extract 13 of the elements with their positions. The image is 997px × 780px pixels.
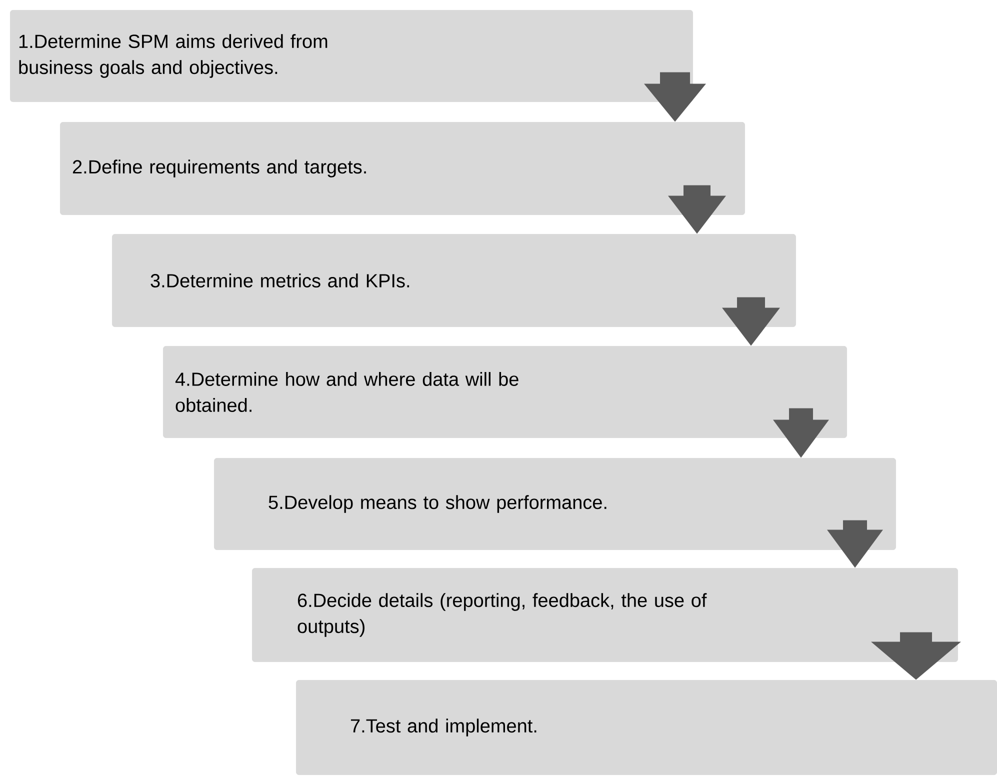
step-box: 6.Decide details (reporting, feedback, the use of outputs) [252,568,958,662]
step-box: 4.Determine how and where data will be obtained. [163,346,847,438]
down-arrow [827,520,883,568]
step-box: 1.Determine SPM aims derived from business goals and objectives. [10,10,693,102]
step-box: 2.Define requirements and targets. [60,122,745,215]
down-arrow [871,632,961,680]
down-arrow [668,185,726,234]
down-arrow [773,408,829,458]
down-arrow [644,72,706,122]
step-box: 3.Determine metrics and KPIs. [112,234,796,327]
step-box: 7.Test and implement. [296,680,997,775]
down-arrow [722,297,780,346]
step-box: 5.Develop means to show performance. [214,458,896,550]
